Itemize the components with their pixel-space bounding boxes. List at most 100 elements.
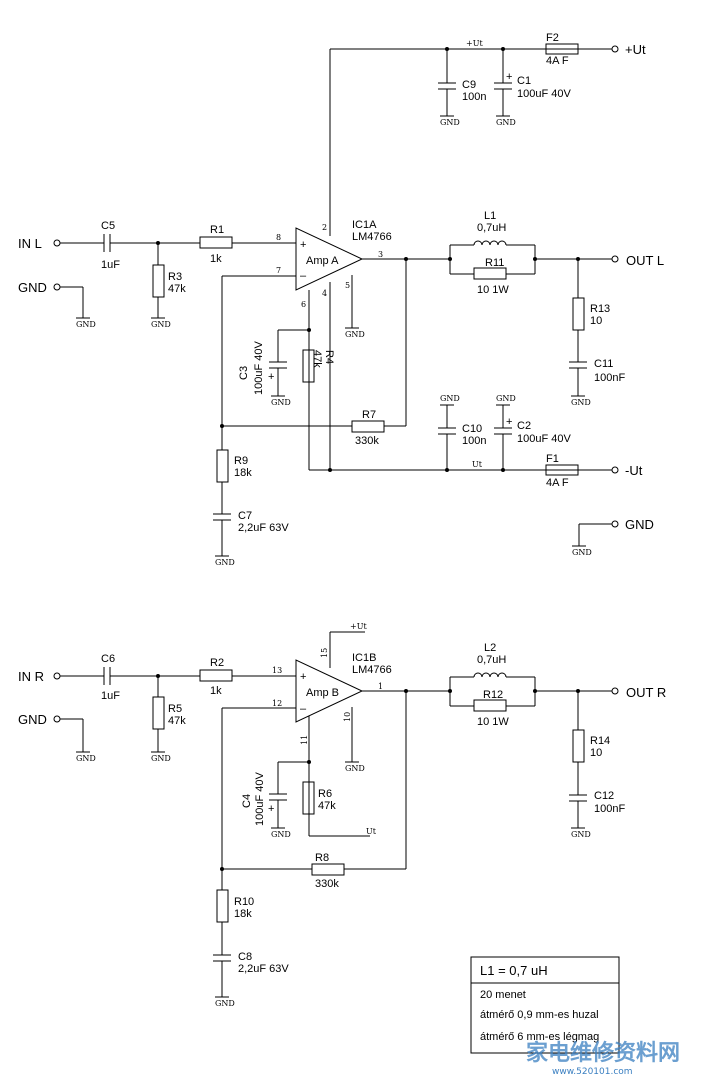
coil-note-box: L1 = 0,7 uH 20 menet átmérő 0,9 mm-es hu…: [470, 956, 620, 1054]
neg-net-b: Ut: [366, 827, 377, 836]
gnd-symbol: GND: [496, 118, 516, 127]
svg-text:+: +: [268, 803, 274, 815]
svg-text:+: +: [506, 71, 512, 83]
note-line: átmérő 0,9 mm-es huzal: [480, 1009, 599, 1021]
pin-7: 7: [276, 266, 281, 275]
c9-val: 100n: [462, 91, 486, 103]
amp-a-plus: +: [300, 239, 306, 251]
pin-6: 6: [301, 300, 306, 309]
r8-val: 330k: [315, 878, 339, 890]
gnd-symbol: GND: [571, 830, 591, 839]
gnd-in-label: GND: [18, 280, 47, 295]
r13-val: 10: [590, 315, 602, 327]
channel-a: IN L C5 1uF R1 1k 8 R3 47k GND GND GND: [18, 32, 664, 567]
l1-val: 0,7uH: [477, 222, 506, 234]
amp-b-minus: –: [300, 703, 307, 715]
c5-capacitor: [103, 234, 111, 252]
c12-ref: C12: [594, 790, 614, 802]
r9-val: 18k: [234, 467, 252, 479]
gnd-symbol: GND: [571, 398, 591, 407]
pin-10: 10: [343, 712, 352, 722]
l2-val: 0,7uH: [477, 654, 506, 666]
gnd-symbol: GND: [440, 118, 460, 127]
gnd-symbol: GND: [215, 558, 235, 567]
l1-ref: L1: [484, 210, 496, 222]
c6-val: 1uF: [101, 690, 120, 702]
ic1a-ref: IC1A: [352, 219, 377, 231]
note-title: L1 = 0,7 uH: [480, 963, 548, 978]
pin-5: 5: [345, 281, 350, 290]
c6-ref: C6: [101, 653, 115, 665]
in-l-terminal: [53, 239, 61, 247]
r8-ref: R8: [315, 852, 329, 864]
l2-ref: L2: [484, 642, 496, 654]
c7-val: 2,2uF 63V: [238, 522, 289, 534]
r6-ref: R6: [318, 788, 332, 800]
r2-val: 1k: [210, 685, 222, 697]
r9-resistor: [216, 449, 229, 483]
amp-b-label: Amp B: [306, 687, 339, 699]
c10-val: 100n: [462, 435, 486, 447]
pin-12: 12: [272, 699, 282, 708]
r4-resistor: [302, 349, 315, 383]
watermark-url: www.520101.com: [552, 1067, 633, 1077]
gnd-symbol: GND: [151, 320, 171, 329]
gnd-symbol: GND: [271, 398, 291, 407]
svg-text:+: +: [268, 371, 274, 383]
c12-val: 100nF: [594, 803, 625, 815]
ic1b-ref: IC1B: [352, 652, 376, 664]
amp-a-opamp: [295, 227, 364, 291]
amp-a-minus: –: [300, 270, 307, 282]
r11-ref: R11: [485, 257, 504, 269]
f1-ref: F1: [546, 453, 559, 465]
amp-a-label: Amp A: [306, 255, 339, 267]
c4-ref: C4: [241, 794, 253, 808]
gnd-in-r-label: GND: [18, 712, 47, 727]
c8-val: 2,2uF 63V: [238, 963, 289, 975]
r1-ref: R1: [210, 224, 224, 236]
r11-resistor: [473, 267, 507, 280]
pos-net-label: +Ut: [466, 39, 483, 48]
r13-ref: R13: [590, 303, 610, 315]
pos-ut-label: +Ut: [625, 42, 646, 57]
note-line: átmérő 6 mm-es légmag: [480, 1031, 599, 1043]
pos-net-b: +Ut: [350, 622, 367, 631]
gnd-symbol: GND: [496, 394, 516, 403]
l1-inductor: [473, 240, 507, 246]
r10-val: 18k: [234, 908, 252, 920]
channel-b: IN R C6 1uF R2 1k 13 R5 47k GND GND GND …: [18, 622, 666, 1008]
gnd-symbol: GND: [151, 754, 171, 763]
c2-ref: C2: [517, 420, 531, 432]
r7-ref: R7: [362, 409, 376, 421]
gnd-terminal-label: GND: [625, 517, 654, 532]
gnd-symbol: GND: [440, 394, 460, 403]
r4-ref: R4: [323, 350, 335, 364]
c7-ref: C7: [238, 510, 252, 522]
out-r-label: OUT R: [626, 685, 666, 700]
pin-15: 15: [320, 648, 329, 658]
in-l-label: IN L: [18, 236, 42, 251]
c10-ref: C10: [462, 423, 482, 435]
r1-resistor: [199, 236, 233, 249]
ic1a-part: LM4766: [352, 231, 392, 243]
r7-resistor: [351, 420, 385, 433]
c9-ref: C9: [462, 79, 476, 91]
c8-ref: C8: [238, 951, 252, 963]
r10-ref: R10: [234, 896, 254, 908]
r3-resistor: [152, 264, 165, 298]
c1-ref: C1: [517, 75, 531, 87]
c5-val: 1uF: [101, 259, 120, 271]
ic1b-part: LM4766: [352, 664, 392, 676]
c4-val: 100uF 40V: [254, 772, 266, 826]
c11-val: 100nF: [594, 372, 625, 384]
watermark: 家电维修资料网 www.520101.com: [526, 1040, 680, 1077]
pin-2: 2: [322, 223, 327, 232]
gnd-symbol: GND: [76, 754, 96, 763]
pin-3: 3: [378, 250, 383, 259]
r2-ref: R2: [210, 657, 224, 669]
r12-ref: R12: [483, 689, 503, 701]
r7-val: 330k: [355, 435, 379, 447]
amp-b-opamp: [295, 659, 364, 723]
c3-val: 100uF 40V: [253, 341, 265, 395]
r3-val: 47k: [168, 283, 186, 295]
